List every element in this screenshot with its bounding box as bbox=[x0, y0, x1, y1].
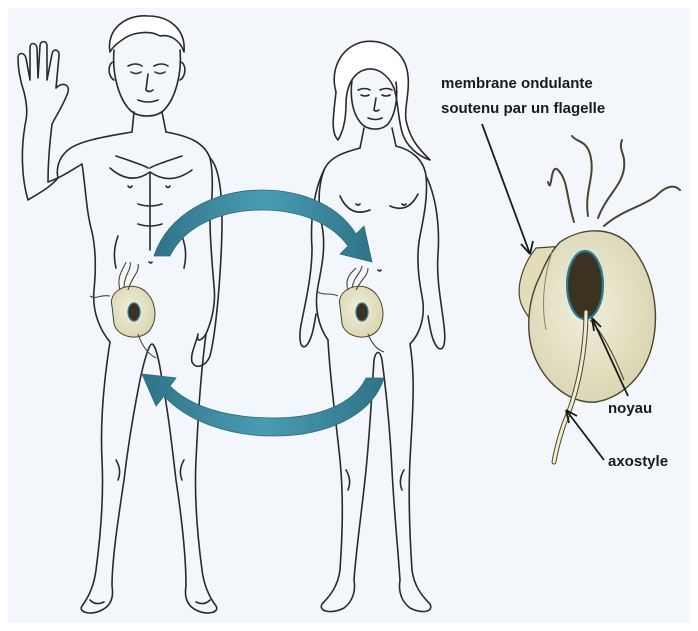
label-membrane-ondulante: membrane ondulante bbox=[441, 75, 593, 93]
label-noyau: noyau bbox=[608, 400, 652, 418]
nucleus bbox=[567, 251, 603, 319]
label-axostyle: axostyle bbox=[608, 453, 668, 471]
label-soutenu-par-un-flagelle: soutenu par un flagelle bbox=[441, 100, 605, 118]
